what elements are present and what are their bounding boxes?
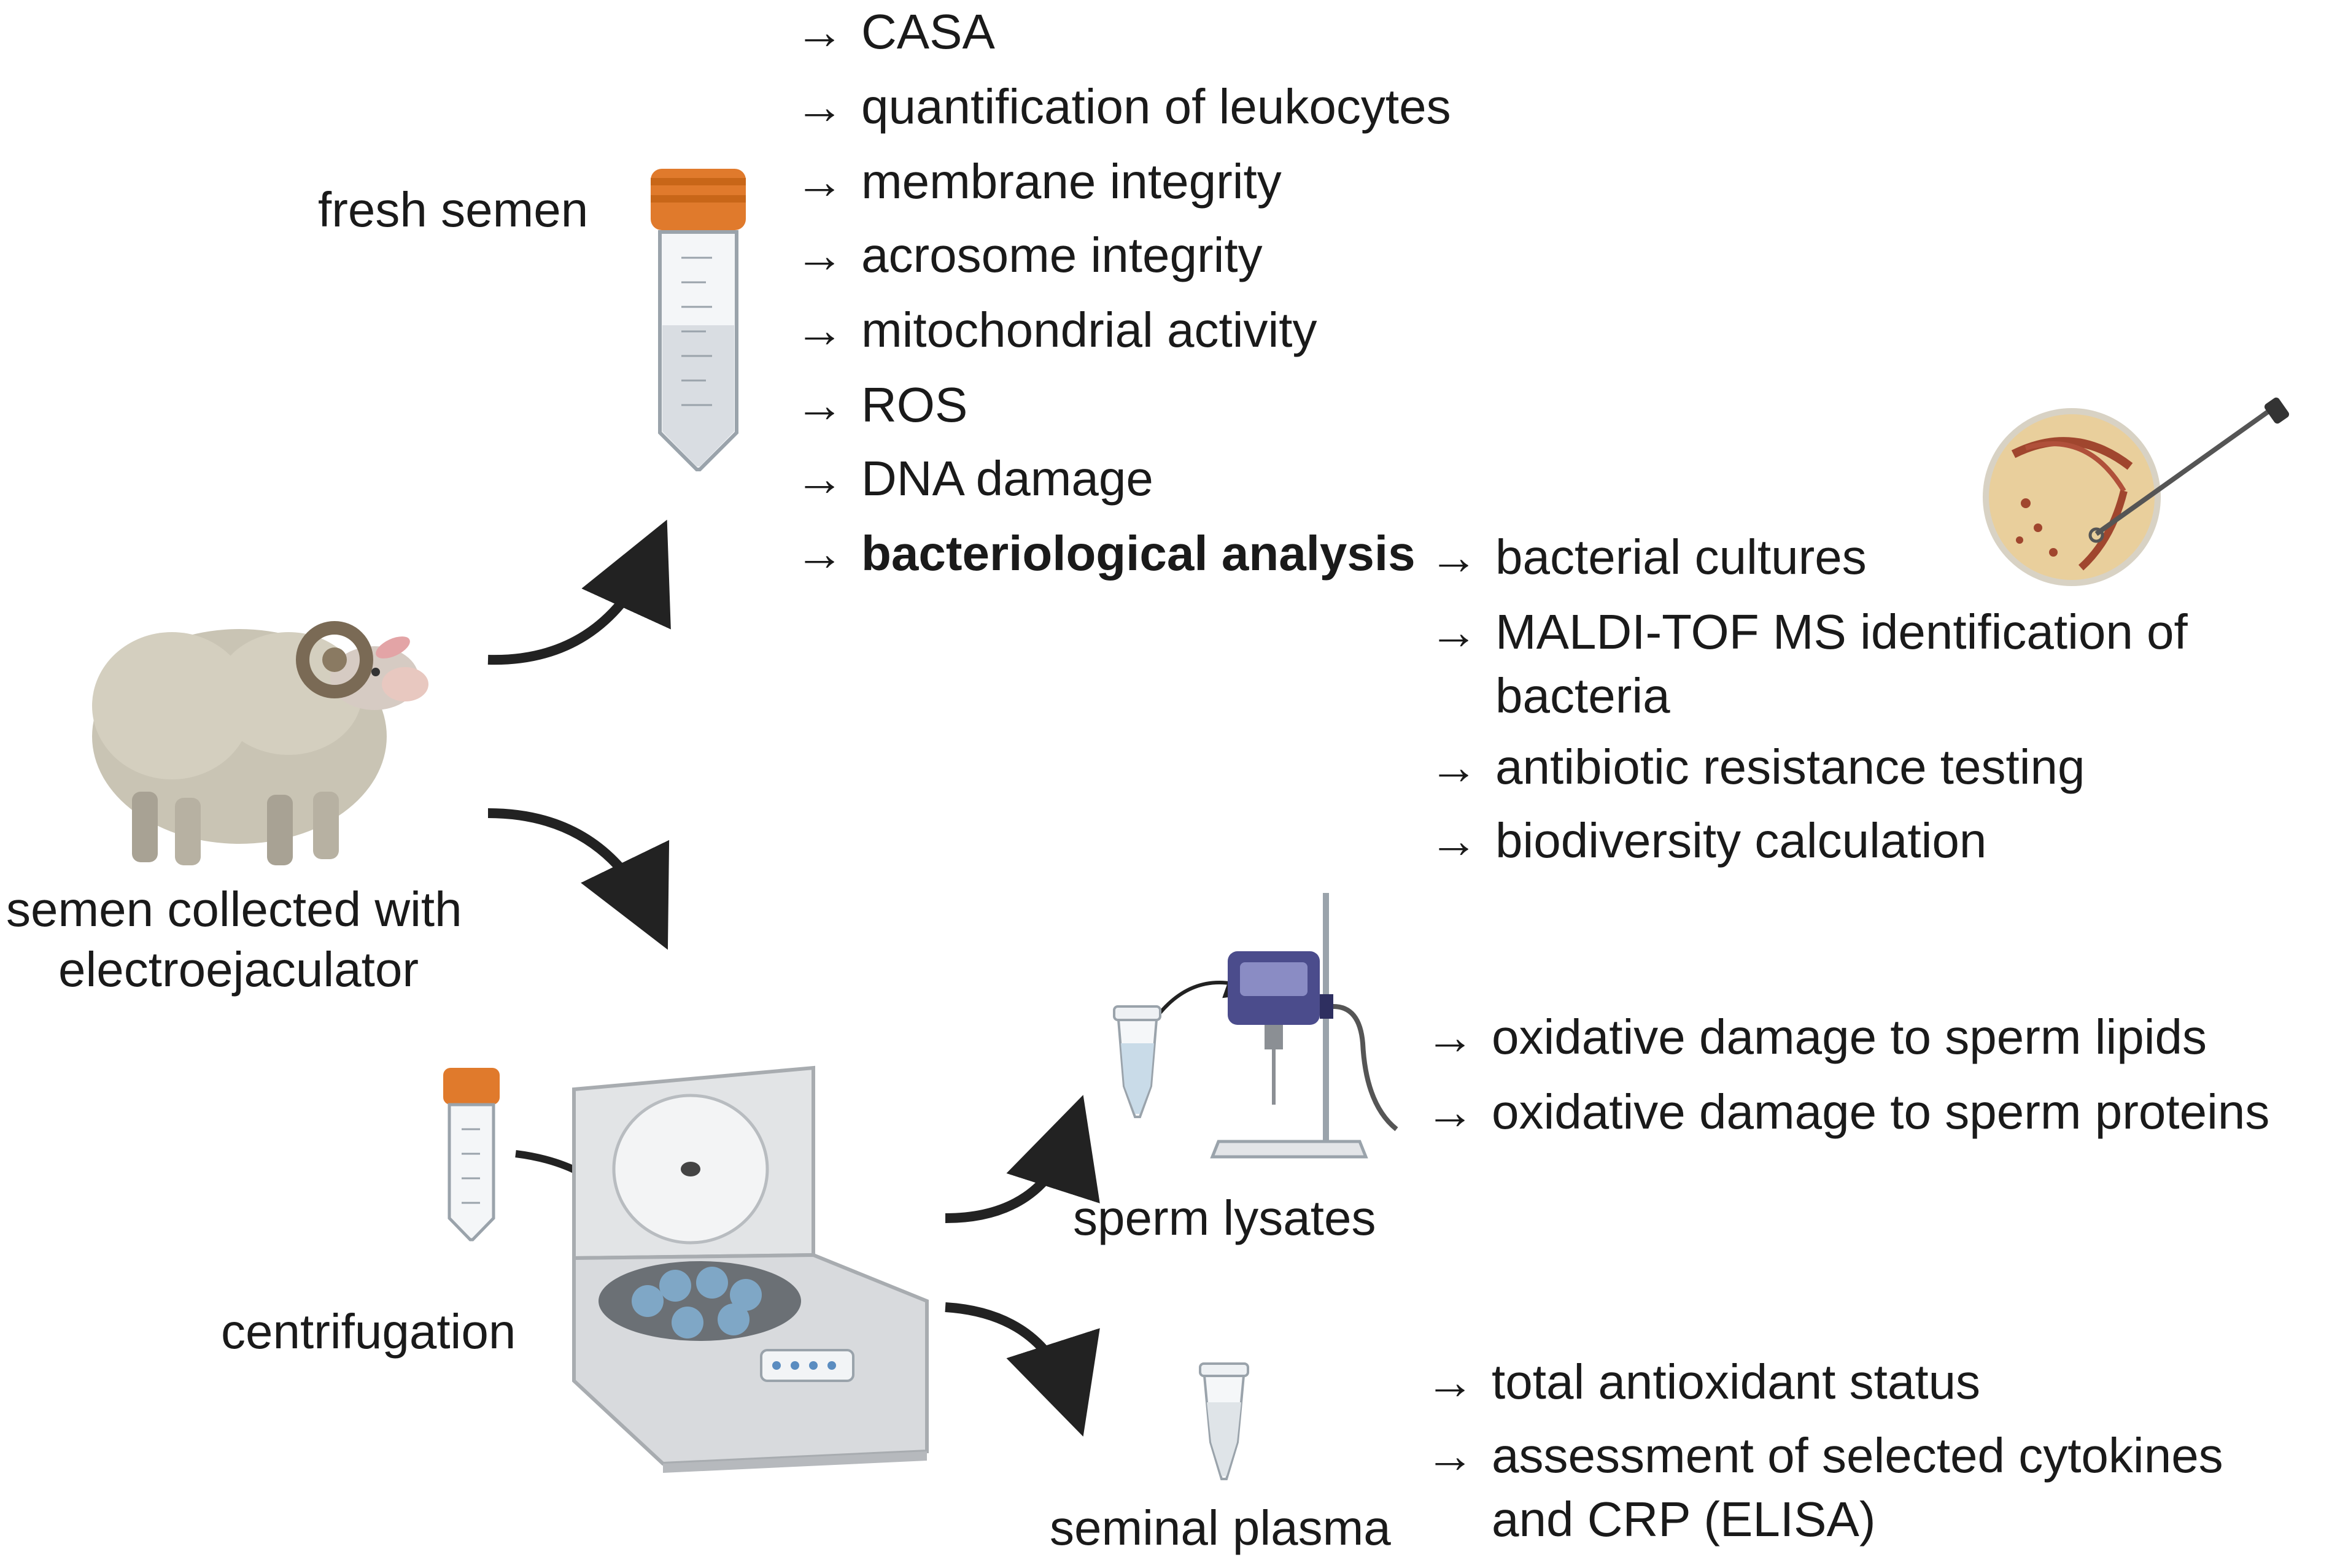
analysis-item: →mitochondrial activity xyxy=(795,303,1317,357)
label-sperm-lysates: sperm lysates xyxy=(1073,1191,1376,1245)
analysis-item: →membrane integrity xyxy=(795,154,1282,209)
microtube-icon-plasma xyxy=(1199,1362,1249,1480)
bacterio-item: →bacterial cultures xyxy=(1429,530,1867,584)
falcon-tube-icon xyxy=(651,169,746,471)
analysis-item-bacteriological: →bacteriological analysis xyxy=(795,526,1416,581)
falcon-tube-icon-small xyxy=(443,1068,500,1242)
label-collected-line2: electroejaculator xyxy=(58,942,419,997)
analysis-item: →acrosome integrity xyxy=(795,228,1263,282)
ram-icon xyxy=(92,621,428,865)
petri-dish-icon xyxy=(1983,397,2290,586)
arrow-to-centrifugation xyxy=(487,808,670,950)
analysis-item: →DNA damage xyxy=(795,451,1153,506)
label-seminal-plasma: seminal plasma xyxy=(1050,1500,1391,1555)
plasma-item: →total antioxidant status xyxy=(1425,1354,1981,1409)
lysate-item: →oxidative damage to sperm lipids xyxy=(1425,1010,2207,1064)
lysate-item: →oxidative damage to sperm proteins xyxy=(1425,1084,2270,1139)
bacterio-item: →antibiotic resistance testing xyxy=(1429,740,2085,794)
analysis-item: →ROS xyxy=(795,377,968,432)
arrow-to-seminal-plasma xyxy=(945,1302,1100,1437)
sonicator-icon xyxy=(1210,893,1398,1159)
microtube-icon xyxy=(1113,1005,1161,1118)
analysis-item: →quantification of leukocytes xyxy=(795,79,1451,134)
label-collected-line1: semen collected with xyxy=(6,882,462,937)
arrow-to-fresh-semen xyxy=(487,519,671,665)
bacterio-item: →biodiversity calculation xyxy=(1429,813,1987,868)
label-centrifugation: centrifugation xyxy=(221,1304,516,1359)
arrow-to-sperm-lysates xyxy=(945,1095,1100,1223)
label-fresh-semen: fresh semen xyxy=(318,182,589,237)
centrifuge-icon xyxy=(572,1065,929,1473)
analysis-item: →CASA xyxy=(795,4,995,59)
